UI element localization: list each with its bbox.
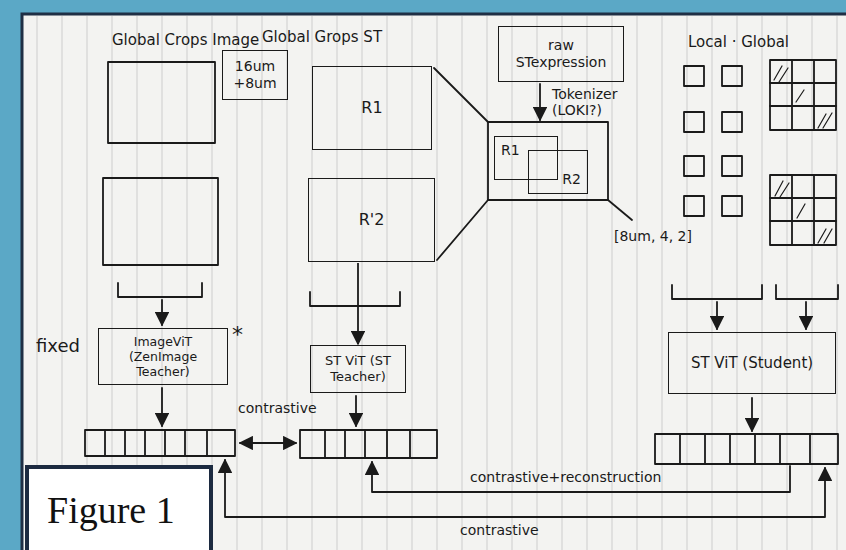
image-crop-box: [103, 178, 218, 265]
local-crop: [684, 196, 704, 216]
notebook-ruling: [24, 16, 846, 550]
local-crop: [722, 66, 742, 86]
bracket: [310, 292, 400, 306]
note-label: fixed: [36, 336, 80, 357]
note-label: contrastive: [460, 522, 539, 538]
hatching: [774, 66, 832, 128]
note-label: Global Crops Image: [112, 32, 259, 49]
zoom-line: [608, 200, 632, 220]
student-encoder: ST ViT (Student): [668, 332, 836, 394]
connector-arrow: [357, 263, 359, 344]
local-crop: [722, 196, 742, 216]
grid-lines: [770, 175, 836, 245]
contrastive-reconstruction-line: [372, 462, 790, 492]
note-label: contrastive+reconstruction: [470, 469, 661, 485]
zoom-line: [434, 68, 488, 122]
bracket: [776, 285, 838, 299]
box-text: ST ViT (ST Teacher): [317, 353, 399, 384]
box-text: R1: [361, 98, 382, 117]
arrow: [161, 388, 163, 426]
region-box: R1: [312, 66, 432, 150]
local-crop: [684, 156, 704, 176]
local-crop: [684, 66, 704, 86]
region-box: R'2: [308, 178, 435, 262]
box-text: raw STexpression: [505, 37, 617, 71]
note-label: Global Grops ST: [262, 29, 382, 46]
figure-caption: Figure 1: [47, 488, 175, 532]
teacher-encoder: ST ViT (ST Teacher): [310, 345, 406, 393]
sketch-lines: [85, 60, 838, 517]
contrastive-line: [225, 460, 825, 517]
arrow: [805, 302, 807, 329]
local-crop: [722, 156, 742, 176]
bar-dividers: [325, 430, 410, 458]
bar-dividers: [680, 434, 810, 464]
arrow: [355, 396, 357, 426]
bracket: [118, 283, 202, 297]
embedding-bar: [655, 434, 838, 464]
teacher-encoder: ImageViT (ZenImage Teacher): [98, 328, 228, 385]
embedding-bar: [300, 430, 437, 458]
tokenizer-arrow: [539, 84, 541, 120]
note-box: 16um +8um: [222, 50, 288, 100]
grid-lines: [770, 60, 836, 130]
note-label: Local · Global: [688, 34, 789, 51]
note-label: Tokenizer (LOKI?): [552, 86, 644, 118]
box-text: 16um +8um: [229, 58, 281, 92]
bracket: [672, 285, 762, 299]
arrow: [716, 302, 718, 329]
global-grid: [770, 175, 836, 245]
arrow: [751, 398, 753, 431]
box-text: R1: [501, 142, 520, 159]
embedding-bar: [85, 430, 235, 456]
notebook-page: [22, 14, 846, 550]
expression-box: raw STexpression: [498, 26, 624, 82]
note-label: *: [232, 322, 243, 347]
box-text: R'2: [359, 210, 385, 229]
local-crop: [722, 112, 742, 132]
note-label: [8um, 4, 2]: [614, 228, 692, 244]
figure-caption-box: Figure 1: [25, 465, 213, 550]
token-region: R1: [494, 136, 558, 180]
hatching: [775, 181, 832, 243]
box-text: ST ViT (Student): [691, 354, 813, 372]
local-crop: [684, 112, 704, 132]
image-crop-box: [108, 62, 215, 143]
note-label: contrastive: [238, 400, 317, 416]
token-region: R2: [528, 150, 588, 194]
contrastive-arrow: [240, 442, 296, 444]
bar-dividers: [105, 430, 207, 456]
token-grid-box: [488, 122, 608, 200]
box-text: R2: [562, 171, 581, 188]
box-text: ImageViT (ZenImage Teacher): [105, 334, 221, 379]
arrow: [161, 300, 163, 325]
zoom-line: [437, 200, 488, 260]
global-grid: [770, 60, 836, 130]
